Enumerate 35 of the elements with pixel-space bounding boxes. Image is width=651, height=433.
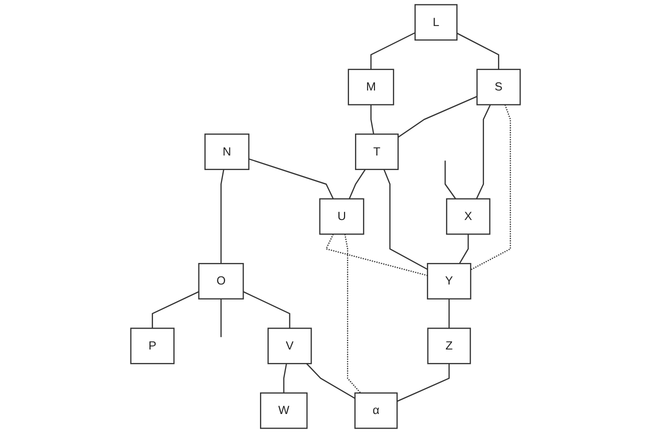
connector xyxy=(456,32,500,70)
node-box: U xyxy=(319,198,364,235)
node-box: P xyxy=(130,328,175,364)
connector xyxy=(396,364,450,402)
connector xyxy=(370,104,374,134)
connector xyxy=(344,234,361,394)
node-box: Z xyxy=(427,328,471,364)
node-box: Y xyxy=(426,262,472,300)
node-box: N xyxy=(204,134,250,170)
connector xyxy=(348,169,366,200)
connector xyxy=(220,298,222,338)
connector xyxy=(448,298,450,328)
node-box: α xyxy=(354,392,398,429)
node-box: V xyxy=(268,328,312,364)
connector xyxy=(152,291,200,328)
connector xyxy=(370,32,416,70)
connector xyxy=(306,363,356,399)
connector xyxy=(476,104,491,200)
node-box: L xyxy=(414,4,458,41)
node-box: O xyxy=(198,262,244,300)
connector xyxy=(220,169,224,264)
connector xyxy=(398,96,478,138)
connector xyxy=(444,160,456,200)
connector xyxy=(325,234,428,276)
connector xyxy=(383,169,428,270)
connector xyxy=(243,291,290,328)
node-box: X xyxy=(446,198,490,235)
connector xyxy=(470,104,511,270)
node-box: T xyxy=(355,134,399,170)
node-box: S xyxy=(476,68,521,106)
connector xyxy=(248,158,334,200)
connector xyxy=(283,363,288,393)
connector xyxy=(459,234,469,264)
node-box: W xyxy=(260,392,308,429)
node-box: M xyxy=(348,68,394,106)
